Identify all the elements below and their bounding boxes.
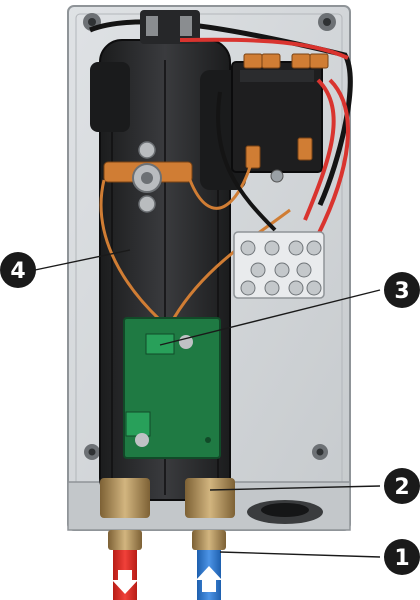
control-board xyxy=(123,317,221,459)
callout-3: 3 xyxy=(384,272,420,308)
terminal-block xyxy=(233,231,325,299)
callout-1: 1 xyxy=(384,539,420,575)
callout-1-label: 1 xyxy=(394,546,409,571)
callout-4-label: 4 xyxy=(10,259,25,284)
callout-3-label: 3 xyxy=(394,279,409,304)
callout-4: 4 xyxy=(0,252,36,288)
drain-grommet xyxy=(247,500,323,524)
callout-2-label: 2 xyxy=(394,475,409,500)
callout-2: 2 xyxy=(384,468,420,504)
arrow-up-icon xyxy=(196,566,222,592)
inlet-pipe xyxy=(196,550,222,600)
red-wires xyxy=(179,37,350,236)
arrow-down-icon xyxy=(112,570,138,594)
callout-leaders xyxy=(34,249,381,558)
thermostat xyxy=(103,141,193,213)
outlet-pipe xyxy=(112,550,138,600)
black-wire-relay xyxy=(216,91,277,232)
water-fittings xyxy=(100,478,235,550)
